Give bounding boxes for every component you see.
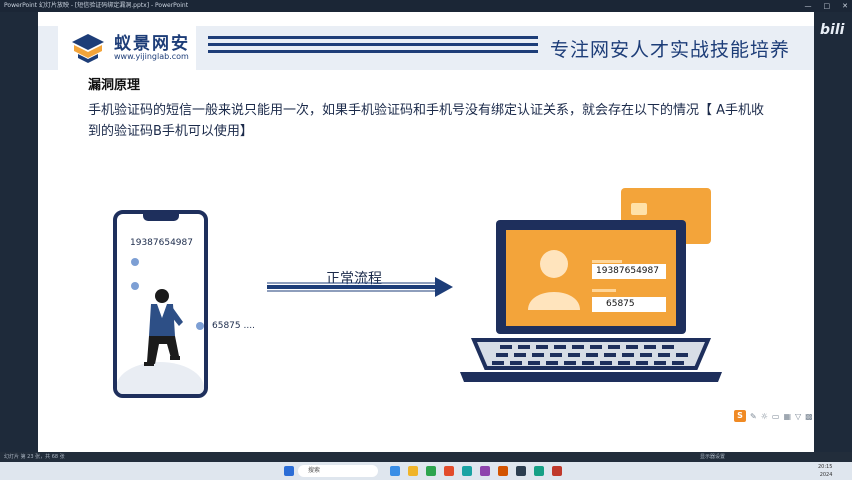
maximize-button[interactable]: □ bbox=[823, 2, 831, 10]
minimize-button[interactable]: — bbox=[804, 2, 812, 10]
slide-counter: 幻灯片 第 23 张，共 68 张 bbox=[4, 454, 65, 460]
logo: 蚁景网安 www.yijinglab.com bbox=[58, 26, 196, 70]
clock-date: 2024 bbox=[819, 472, 833, 478]
right-arrow-icon bbox=[267, 277, 453, 297]
window-controls: — □ ✕ bbox=[805, 0, 849, 12]
sun-icon[interactable]: ☼ bbox=[760, 411, 768, 421]
system-clock[interactable]: 20:15 2024 bbox=[818, 463, 832, 479]
start-menu-icon[interactable] bbox=[284, 466, 294, 476]
screen-icon[interactable]: ▭ bbox=[771, 411, 780, 421]
powerpoint-icon[interactable] bbox=[498, 466, 508, 476]
app-icon[interactable] bbox=[516, 466, 526, 476]
app-icon[interactable] bbox=[552, 466, 562, 476]
chat-dot-icon bbox=[131, 258, 139, 266]
phone-illustration bbox=[113, 210, 208, 398]
section-title: 漏洞原理 bbox=[88, 78, 141, 93]
app-icon[interactable] bbox=[462, 466, 472, 476]
sms-code-text: 65875 .... bbox=[212, 321, 255, 331]
form-code-field: 65875 bbox=[592, 297, 666, 312]
principle-paragraph: 手机验证码的短信一般来说只能用一次，如果手机验证码和手机号没有绑定认证关系，就会… bbox=[88, 103, 765, 139]
chat-dot-icon bbox=[131, 282, 139, 290]
window-titlebar: PowerPoint 幻灯片放映 - [短信验证码绑定漏洞.pptx] - Po… bbox=[0, 0, 852, 12]
apps-icon[interactable]: ▩ bbox=[805, 411, 813, 421]
left-letterbox bbox=[0, 12, 38, 452]
status-bar: 幻灯片 第 23 张，共 68 张 显示器设置 bbox=[0, 452, 852, 462]
ant-logo-icon bbox=[72, 34, 104, 63]
app-icon[interactable] bbox=[480, 466, 490, 476]
app-icon[interactable] bbox=[534, 466, 544, 476]
phone-notch bbox=[143, 214, 179, 221]
phone-number-text: 19387654987 bbox=[130, 238, 193, 248]
card-chip-icon bbox=[631, 203, 647, 215]
person-sitting-icon bbox=[117, 289, 204, 394]
display-settings[interactable]: 显示器设置 bbox=[700, 454, 726, 460]
shirt-icon[interactable]: ▽ bbox=[795, 411, 802, 421]
floating-toolbar: S ✎ ☼ ▭ ▦ ▽ ▩ bbox=[734, 410, 813, 422]
sogou-ime-icon[interactable]: S bbox=[734, 410, 746, 422]
app-icon[interactable] bbox=[444, 466, 454, 476]
taskbar-search[interactable]: 搜索 bbox=[298, 465, 378, 477]
chrome-icon[interactable] bbox=[426, 466, 436, 476]
window-title: PowerPoint 幻灯片放映 - [短信验证码绑定漏洞.pptx] - Po… bbox=[4, 2, 189, 9]
chat-dot-icon bbox=[196, 322, 204, 330]
clock-time: 20:15 bbox=[818, 464, 833, 470]
slogan: 专注网安人才实战技能培养 bbox=[550, 39, 791, 61]
form-phone-field: 19387654987 bbox=[592, 264, 666, 279]
pen-icon[interactable]: ✎ bbox=[750, 411, 757, 421]
slide-canvas[interactable]: 蚁景网安 www.yijinglab.com 专注网安人才实战技能培养 漏洞原理… bbox=[38, 12, 814, 452]
grid-icon[interactable]: ▦ bbox=[783, 411, 791, 421]
logo-url: www.yijinglab.com bbox=[114, 52, 189, 61]
right-letterbox bbox=[814, 12, 852, 452]
form-label-bar bbox=[592, 260, 622, 263]
form-label-bar bbox=[592, 289, 616, 292]
header-stripes bbox=[208, 36, 538, 60]
task-view-icon[interactable] bbox=[390, 466, 400, 476]
bilibili-watermark: bili bbox=[820, 22, 845, 38]
logo-name: 蚁景网安 bbox=[114, 34, 190, 54]
taskbar: 搜索 20:15 2024 bbox=[0, 462, 852, 480]
close-button[interactable]: ✕ bbox=[842, 2, 848, 10]
file-explorer-icon[interactable] bbox=[408, 466, 418, 476]
